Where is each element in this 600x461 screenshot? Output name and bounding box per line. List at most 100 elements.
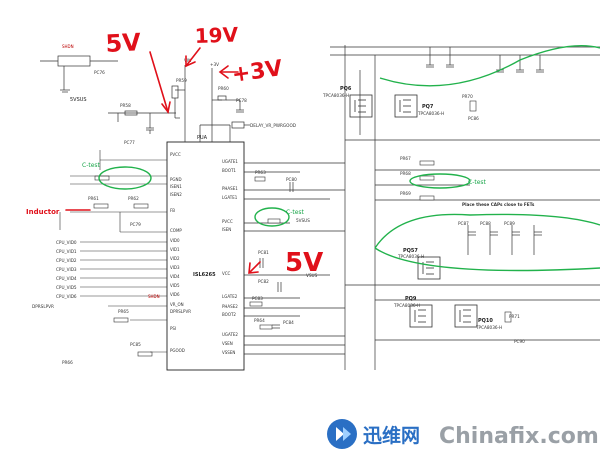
cpu-vid-label: CPU_VID3 — [56, 267, 77, 272]
net-5vsus: 5VSUS — [70, 97, 87, 103]
ic-isl6265: PUA ISL6265 — [166, 135, 245, 371]
ctest-labels: C-test C-test C-test — [82, 162, 487, 216]
part-ref: PC77 — [124, 140, 135, 145]
mosfet-group — [349, 94, 478, 328]
pin-right: ISEN — [222, 227, 231, 232]
net-delay-vr: DELAY_VR_PWRGOOD — [250, 123, 296, 128]
fet-part: TPCA8036-H — [393, 303, 420, 308]
part-ref: PR62 — [128, 196, 139, 201]
ctest-label-1: C-test — [82, 162, 101, 169]
pin-left: COMP — [170, 228, 182, 233]
red-annotations: 5V 19V +3V 5V Inductor — [26, 22, 323, 278]
fet-part: TPCA8036-H — [475, 325, 502, 330]
mosfet-labels: PQ6 TPCA8036-H PQ7 TPCA8036-H PQ57 TPCA8… — [322, 86, 502, 330]
fet-part: TPCA8036-H — [397, 254, 424, 259]
part-ref: PR66 — [62, 360, 73, 365]
part-ref: PR70 — [462, 94, 473, 99]
pin-right: LGATE1 — [222, 195, 238, 200]
net-vsus: VSUS — [306, 273, 318, 278]
part-ref: PC78 — [236, 98, 247, 103]
part-ref: PR65 — [118, 309, 129, 314]
pin-right: PHASE2 — [222, 304, 238, 309]
ic-left-pins: PVCC PGND ISEN1 ISEN2 FB COMP VID0 VID1 … — [170, 152, 191, 353]
green-highlights — [98, 45, 600, 272]
part-ref: PR58 — [120, 103, 131, 108]
pin-left: PVCC — [170, 152, 181, 157]
pin-right: PHASE1 — [222, 186, 238, 191]
pin-left: VR_ON — [170, 302, 184, 307]
pin-left: VID4 — [170, 274, 180, 279]
cpu-vid-label: CPU_VID4 — [56, 276, 77, 281]
part-ref: PR64 — [254, 318, 265, 323]
handwritten-5v: 5V — [105, 28, 142, 58]
fet-label: PQ6 — [340, 86, 352, 92]
pin-left: VID3 — [170, 265, 180, 270]
cpu-vid-label: CPU_VID0 — [56, 240, 77, 245]
ic-right-pins: UGATE1 BOOT1 PHASE1 LGATE1 PVCC ISEN VCC… — [222, 159, 238, 355]
part-ref: PC83 — [252, 296, 263, 301]
part-ref: PC80 — [286, 177, 297, 182]
part-ref: PR67 — [400, 156, 411, 161]
passive-parts — [93, 100, 512, 357]
red-arrows — [65, 47, 261, 274]
net-labels: SHDN 5VSUS VIN +3V DELAY_VR_PWRGOOD 5VSU… — [32, 44, 535, 309]
pin-left: FB — [170, 208, 175, 213]
ic-name-label: ISL6265 — [193, 272, 216, 278]
pin-left: PSI — [170, 326, 176, 331]
inductor-label: Inductor — [26, 208, 60, 216]
pin-right: BOOT1 — [222, 168, 236, 173]
pin-right: VSEN — [222, 341, 233, 346]
part-ref: PC86 — [468, 116, 479, 121]
net-shdn: SHDN — [62, 44, 74, 49]
pin-left: VID1 — [170, 247, 180, 252]
top-wires — [40, 45, 600, 370]
fet-label: PQ9 — [405, 296, 417, 302]
part-ref: PR71 — [509, 314, 520, 319]
ctest-label-2: C-test — [468, 179, 487, 186]
pin-left: PGOOD — [170, 348, 185, 353]
pin-left: ISEN2 — [170, 192, 182, 197]
ctest-label-3: C-test — [286, 209, 305, 216]
part-ref: PR59 — [176, 78, 187, 83]
part-ref: PC90 — [514, 339, 525, 344]
pin-left: VID2 — [170, 256, 180, 261]
pin-left: VID5 — [170, 283, 180, 288]
net-5vsus-2: 5VSUS — [296, 218, 310, 223]
pin-left: VID0 — [170, 238, 180, 243]
fet-label: PQ57 — [403, 248, 418, 254]
part-ref: PC76 — [94, 70, 105, 75]
cpu-vid-label: CPU_VID2 — [56, 258, 77, 263]
cpu-vid-label: CPU_VID5 — [56, 285, 77, 290]
place-caps-note: Place these CAPs close to FETs — [462, 202, 535, 207]
fet-part: TPCA8036-H — [417, 111, 444, 116]
watermark-svg: 迅维网 Chinafix.com — [327, 419, 599, 449]
net-dprslpvr: DPRSLPVR — [32, 304, 54, 309]
part-ref: PC82 — [258, 279, 269, 284]
pin-right: BOOT2 — [222, 312, 236, 317]
vid-bus — [59, 150, 167, 353]
cpu-vid-labels: CPU_VID0 CPU_VID1 CPU_VID2 CPU_VID3 CPU_… — [56, 240, 77, 299]
part-ref: PC85 — [130, 342, 141, 347]
ic-ref-label: PUA — [197, 135, 208, 141]
fet-part: TPCA8036-H — [322, 93, 349, 98]
pin-right: UGATE2 — [222, 332, 238, 337]
pin-right: PVCC — [222, 219, 233, 224]
pin-left: VID6 — [170, 292, 180, 297]
part-ref: PR63 — [255, 170, 266, 175]
watermark-cn: 迅维网 — [363, 424, 420, 447]
pin-right: LGATE2 — [222, 294, 238, 299]
part-ref: PC88 — [480, 221, 491, 226]
part-ref: PC81 — [258, 250, 269, 255]
pin-left: PGND — [170, 177, 182, 182]
part-ref: PC87 — [458, 221, 469, 226]
fet-label: PQ10 — [478, 318, 493, 324]
pin-right: UGATE1 — [222, 159, 238, 164]
part-refs: PC76 PR58 PC77 PR59 PR60 PC78 PR61 PR62 … — [62, 70, 525, 365]
handwritten-19v: 19V — [194, 22, 239, 48]
pin-left: DPRSLPVR — [170, 309, 191, 314]
pin-right: VSSEN — [222, 350, 235, 355]
part-ref: PR60 — [218, 86, 229, 91]
net-vin: VIN — [184, 58, 191, 63]
